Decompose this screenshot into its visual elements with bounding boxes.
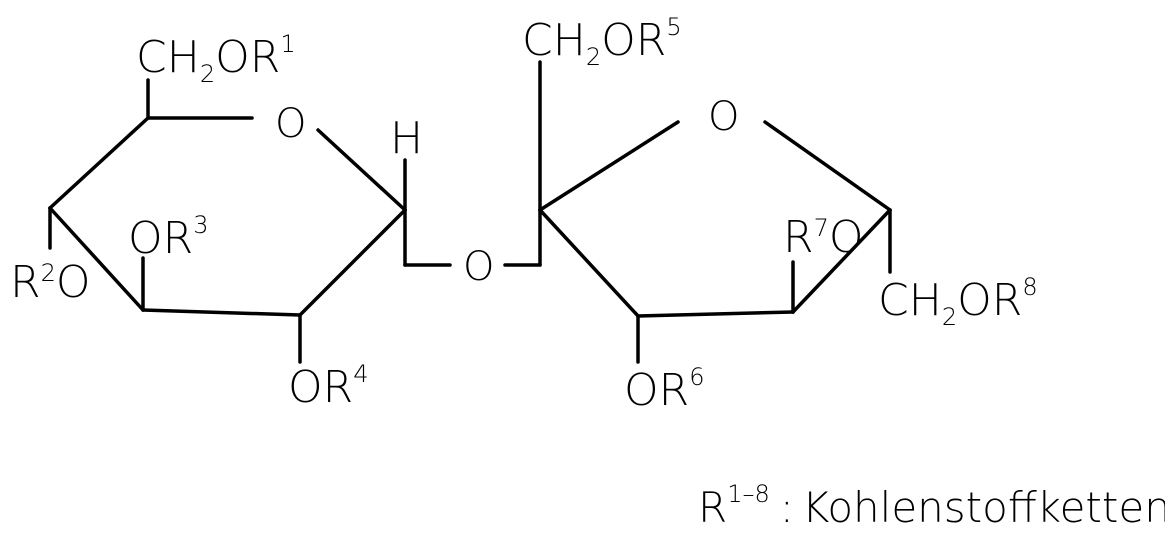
- bond-c4-c3: [636, 310, 795, 318]
- fructose-or6-label: OR6: [624, 363, 705, 416]
- bond-c1-c2: [298, 208, 407, 317]
- fructose-ring-oxygen: O: [708, 94, 739, 140]
- bond-o-c1: [316, 128, 407, 212]
- fructose-ring-bonds: [538, 60, 892, 364]
- bond-c3-c4: [48, 206, 145, 312]
- glucose-ch2or1-label: CH2OR1: [136, 30, 296, 88]
- glucose-ring-bonds: [48, 78, 407, 364]
- fructose-r7o-label: R7O: [783, 212, 864, 263]
- glucose-or4-label: OR4: [288, 360, 369, 413]
- bond-c3-c2: [538, 208, 640, 318]
- legend-text: R1–8:Kohlenstoffketten: [698, 480, 1165, 532]
- anomeric-hydrogen: H: [390, 113, 423, 164]
- glucose-or3-label: OR3: [128, 211, 209, 264]
- bond-c4-c5: [48, 116, 150, 210]
- glycosidic-bridge-bonds: [403, 208, 542, 267]
- bond-c2-c3: [141, 308, 302, 317]
- fructose-ch2or5-label: CH2OR5: [522, 13, 682, 71]
- bond-c2-o: [538, 120, 680, 212]
- bond-c5-c4: [791, 208, 892, 314]
- glucose-ring-oxygen: O: [275, 101, 306, 147]
- bridge-oxygen: O: [463, 244, 494, 290]
- bond-o-c5: [763, 120, 892, 212]
- glucose-r2o-label: R2O: [10, 257, 91, 308]
- fructose-ch2or8-label: CH2OR8: [878, 273, 1038, 331]
